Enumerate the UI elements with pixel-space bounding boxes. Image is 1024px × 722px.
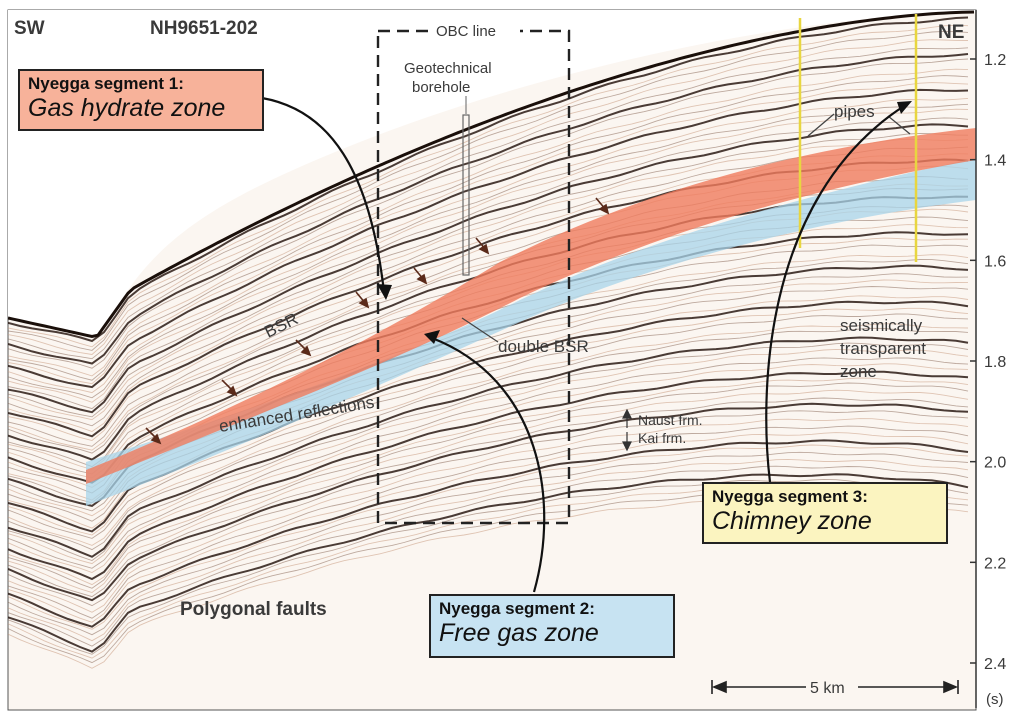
reflector-line <box>8 117 969 410</box>
segment-1-box: Nyegga segment 1: Gas hydrate zone <box>18 69 264 131</box>
transparent-zone-label-3: zone <box>840 362 877 381</box>
axis-tick-label: 2.2 <box>984 555 1006 572</box>
pipes-label: pipes <box>834 102 875 121</box>
reflector-line <box>8 357 969 569</box>
reflector-line <box>8 138 969 421</box>
reflector-line <box>8 444 969 630</box>
reflector-line <box>8 68 969 377</box>
free-gas-zone-band <box>86 158 976 506</box>
reflector-line <box>8 377 969 586</box>
segment-3-box: Nyegga segment 3: Chimney zone <box>702 482 948 544</box>
reflector-line <box>8 47 969 360</box>
axis-tick-label: 1.2 <box>984 52 1006 69</box>
transparent-zone-label-2: transparent <box>840 339 926 358</box>
polygonal-faults-label: Polygonal faults <box>180 599 327 620</box>
segment-3-arrow <box>765 105 905 483</box>
reflector-line <box>8 382 969 589</box>
scale-bar <box>711 680 959 694</box>
reflector-line <box>8 75 969 381</box>
reflector-line <box>8 363 969 573</box>
obc-line-label: OBC line <box>436 23 496 40</box>
direction-ne: NE <box>938 22 964 43</box>
segment-3-title: Nyegga segment 3: <box>712 487 868 506</box>
borehole-label-1: Geotechnical <box>404 60 492 77</box>
reflector-line <box>8 323 969 546</box>
pipes-pointer-1 <box>807 113 835 137</box>
segment-1-zone: Gas hydrate zone <box>28 94 226 122</box>
segment-3-zone: Chimney zone <box>712 507 872 535</box>
axis-unit: (s) <box>986 691 1004 708</box>
reflector-line <box>8 24 969 348</box>
borehole-label-2: borehole <box>412 79 470 96</box>
gas-hydrate-zone-band <box>86 128 976 484</box>
reflector-line <box>8 458 969 642</box>
reflector-line <box>8 82 969 385</box>
line-id: NH9651-202 <box>150 18 258 39</box>
reflector-line <box>8 473 969 653</box>
segment-1-arrow <box>261 96 386 293</box>
reflector-line <box>8 451 969 636</box>
reflector-line <box>8 97 969 394</box>
reflector-line <box>8 348 969 565</box>
formation-boundary-arrows <box>622 408 632 452</box>
reflector-line <box>8 16 969 343</box>
reflector-line <box>8 88 969 389</box>
reflector-line <box>8 397 969 598</box>
reflector-line <box>8 410 969 607</box>
segment-2-title: Nyegga segment 2: <box>439 599 595 618</box>
reflector-line <box>8 425 969 619</box>
reflector-line <box>8 108 969 403</box>
geotechnical-borehole <box>462 114 470 276</box>
reflector-line <box>8 327 969 551</box>
reflector-line <box>8 307 969 536</box>
reflector-line <box>8 389 969 593</box>
naust-formation-label: Naust frm. <box>638 412 703 428</box>
transparent-zone-label-1: seismically <box>840 316 923 335</box>
axis-tick-label: 1.4 <box>984 153 1006 170</box>
reflector-line <box>8 432 969 623</box>
reflector-line <box>8 132 969 418</box>
time-axis-ticks: 1.2 1.4 1.6 1.8 2.0 2.2 2.4 <box>970 52 1006 673</box>
reflector-line <box>8 53 969 365</box>
reflector-line <box>8 58 969 369</box>
axis-tick-label: 2.4 <box>984 656 1006 673</box>
direction-sw: SW <box>14 18 45 39</box>
axis-tick-label: 1.6 <box>984 253 1006 270</box>
bsr-arrows <box>145 197 610 445</box>
axis-tick-label: 1.8 <box>984 354 1006 371</box>
reflector-line <box>8 342 969 562</box>
pipes-pointer-2 <box>887 115 911 135</box>
reflector-line <box>8 30 969 351</box>
reflector-line <box>8 465 969 647</box>
reflector-line <box>8 439 969 628</box>
double-bsr-pointer <box>461 317 499 343</box>
segment-2-arrow <box>431 336 546 593</box>
segment-2-box: Nyegga segment 2: Free gas zone <box>429 594 675 658</box>
kai-formation-label: Kai frm. <box>638 430 686 446</box>
reflector-line <box>8 402 969 602</box>
seafloor-reflector <box>8 10 975 339</box>
scale-bar-label: 5 km <box>810 680 845 697</box>
double-bsr-label: double BSR <box>498 337 589 356</box>
reflector-line <box>8 336 969 558</box>
reflector-line <box>8 39 969 355</box>
reflector-line <box>8 103 969 399</box>
reflector-line <box>8 370 969 581</box>
segment-1-title: Nyegga segment 1: <box>28 74 184 93</box>
reflector-line <box>8 478 969 655</box>
reflector-line <box>8 123 969 414</box>
axis-tick-label: 2.0 <box>984 455 1006 472</box>
segment-2-zone: Free gas zone <box>439 619 599 647</box>
reflector-line <box>8 418 969 613</box>
